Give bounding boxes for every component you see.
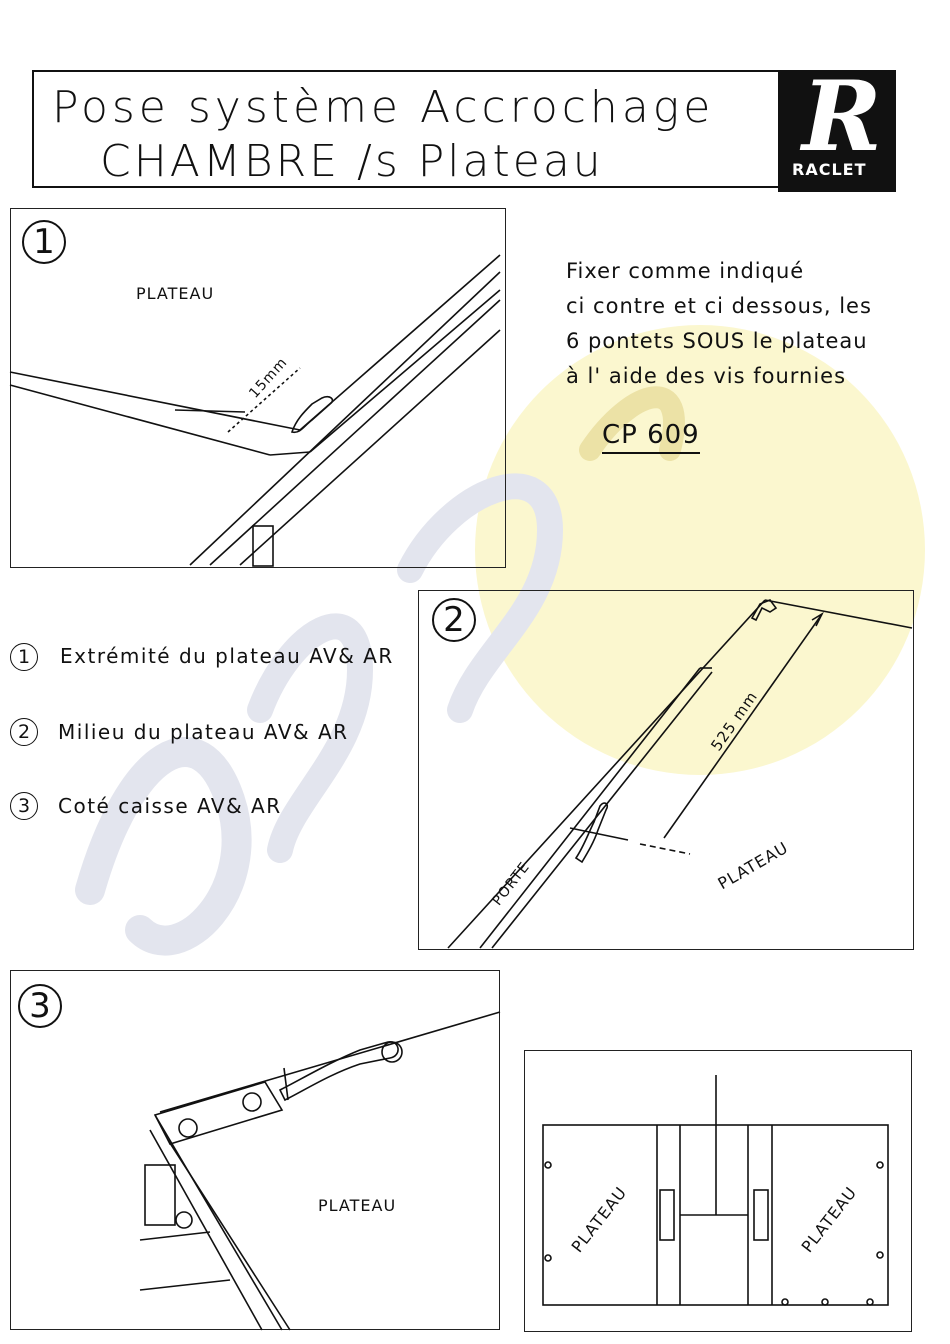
figure-3-panel	[10, 970, 500, 1330]
title-line-2: CHAMBRE /s Plateau	[100, 136, 604, 187]
instruction-line: 6 pontets SOUS le plateau	[566, 329, 868, 353]
instructions: Fixer comme indiqué ci contre et ci dess…	[566, 254, 926, 394]
title-line-1: Pose système Accrochage	[52, 82, 715, 133]
figure-4-panel	[524, 1050, 912, 1332]
figure-2-panel	[418, 590, 914, 950]
figure-1-panel	[10, 208, 506, 568]
title-box: Pose système Accrochage CHAMBRE /s Plate…	[32, 70, 780, 188]
figure-3-number: 3	[18, 984, 62, 1028]
reference-code: CP 609	[602, 420, 700, 454]
figure-3-plateau-label: PLATEAU	[318, 1196, 397, 1215]
figure-1-plateau-label: PLATEAU	[136, 284, 215, 303]
logo-letter: R	[802, 60, 882, 173]
figure-2-number: 2	[432, 598, 476, 642]
legend-number: 3	[10, 792, 38, 820]
legend-item: Coté caisse AV& AR	[58, 794, 282, 818]
instruction-line: à l' aide des vis fournies	[566, 364, 847, 388]
logo-brand: RACLET	[792, 160, 867, 179]
legend-number: 1	[10, 643, 38, 671]
legend-item: Milieu du plateau AV& AR	[58, 720, 349, 744]
raclet-logo: R RACLET	[778, 62, 896, 192]
instruction-line: ci contre et ci dessous, les	[566, 294, 872, 318]
legend-number: 2	[10, 718, 38, 746]
legend-item: Extrémité du plateau AV& AR	[60, 644, 394, 668]
instruction-line: Fixer comme indiqué	[566, 259, 805, 283]
figure-1-number: 1	[22, 220, 66, 264]
